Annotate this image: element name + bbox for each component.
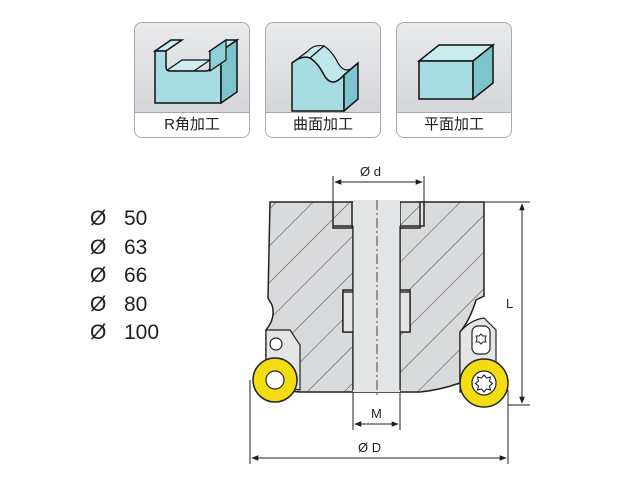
torx-screw-icon [474, 374, 494, 393]
dim-label-outer: Ø D [358, 440, 381, 455]
insert-left-screw [265, 370, 285, 390]
torx-icon [475, 333, 487, 345]
operation-label-flat: 平面加工 [397, 112, 511, 137]
dim-label-bore: Ø d [360, 164, 381, 179]
operation-card-r-corner: R角加工 [134, 22, 250, 138]
curved-surface-block-icon [291, 44, 359, 113]
operation-label-curved: 曲面加工 [266, 112, 380, 137]
operation-card-flat: 平面加工 [396, 22, 512, 138]
operation-card-curved: 曲面加工 [265, 22, 381, 138]
shoulder-slot-block-icon [152, 38, 240, 105]
operation-label-r-corner: R角加工 [135, 112, 249, 137]
clamp-pin [471, 325, 491, 355]
dim-label-thread: M [371, 406, 382, 421]
dim-label-length: L [506, 296, 513, 311]
flat-block-icon [416, 43, 496, 101]
screw-hole [269, 337, 283, 351]
